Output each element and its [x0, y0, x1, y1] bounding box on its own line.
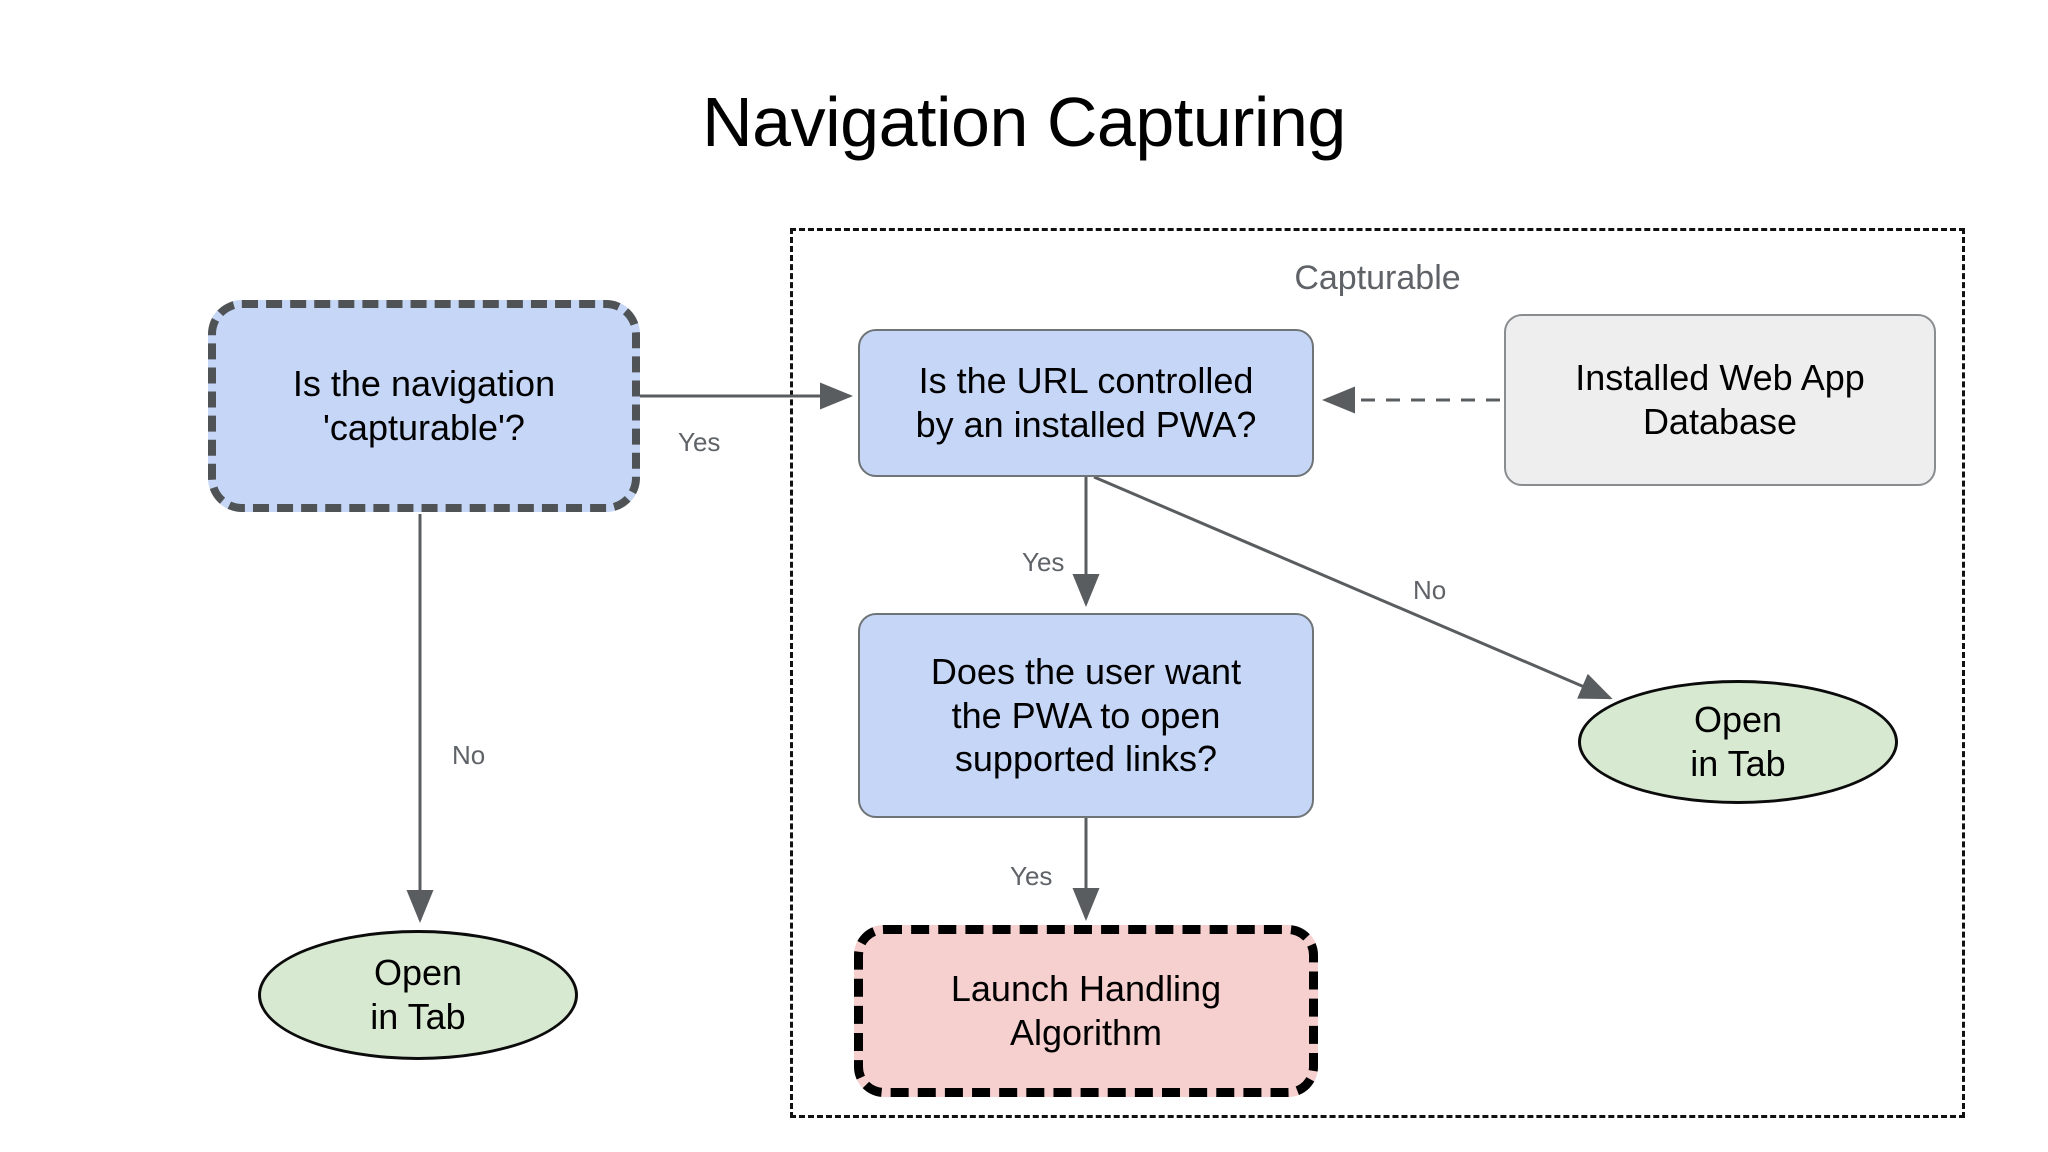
node-open-in-tab-left[interactable]: Open in Tab [258, 930, 578, 1060]
node-line: Algorithm [1009, 1012, 1163, 1053]
edge-label-url-no: No [1413, 575, 1447, 605]
node-line: Launch Handling [950, 968, 1222, 1010]
node-line: supported links? [954, 738, 1218, 780]
capturable-group-container [790, 228, 1965, 1118]
node-installed-web-app-database[interactable]: Installed Web App Database [1504, 314, 1936, 486]
node-does-user-want-pwa-open-supported-links[interactable]: Does the user want the PWA to open suppo… [858, 613, 1314, 818]
node-is-url-controlled-by-installed-pwa[interactable]: Is the URL controlled by an installed PW… [858, 329, 1314, 477]
node-is-navigation-capturable[interactable]: Is the navigation 'capturable'? [208, 300, 640, 512]
node-line: 'capturable'? [323, 407, 525, 448]
page-title: Navigation Capturing [702, 83, 1346, 161]
node-line: Does the user want [930, 650, 1242, 692]
edge-label-url-yes: Yes [1022, 547, 1065, 577]
node-line: in Tab [1690, 743, 1786, 784]
node-launch-handling-algorithm[interactable]: Launch Handling Algorithm [854, 925, 1318, 1097]
node-line: Is the URL controlled [918, 360, 1254, 402]
node-line: by an installed PWA? [915, 404, 1257, 445]
node-line: Is the navigation [292, 363, 556, 405]
node-line: Open [373, 952, 463, 994]
edge-label-want-yes: Yes [1010, 861, 1053, 891]
node-line: Open [1693, 699, 1783, 741]
node-line: the PWA to open [951, 694, 1221, 736]
node-line: Installed Web App [1575, 357, 1865, 399]
edge-label-capturable-yes: Yes [678, 427, 721, 457]
node-line: in Tab [370, 996, 466, 1037]
edge-label-capturable-no: No [452, 740, 486, 770]
node-open-in-tab-right[interactable]: Open in Tab [1578, 680, 1898, 804]
capturable-group-label: Capturable [1294, 259, 1461, 297]
node-line: Database [1642, 401, 1798, 442]
